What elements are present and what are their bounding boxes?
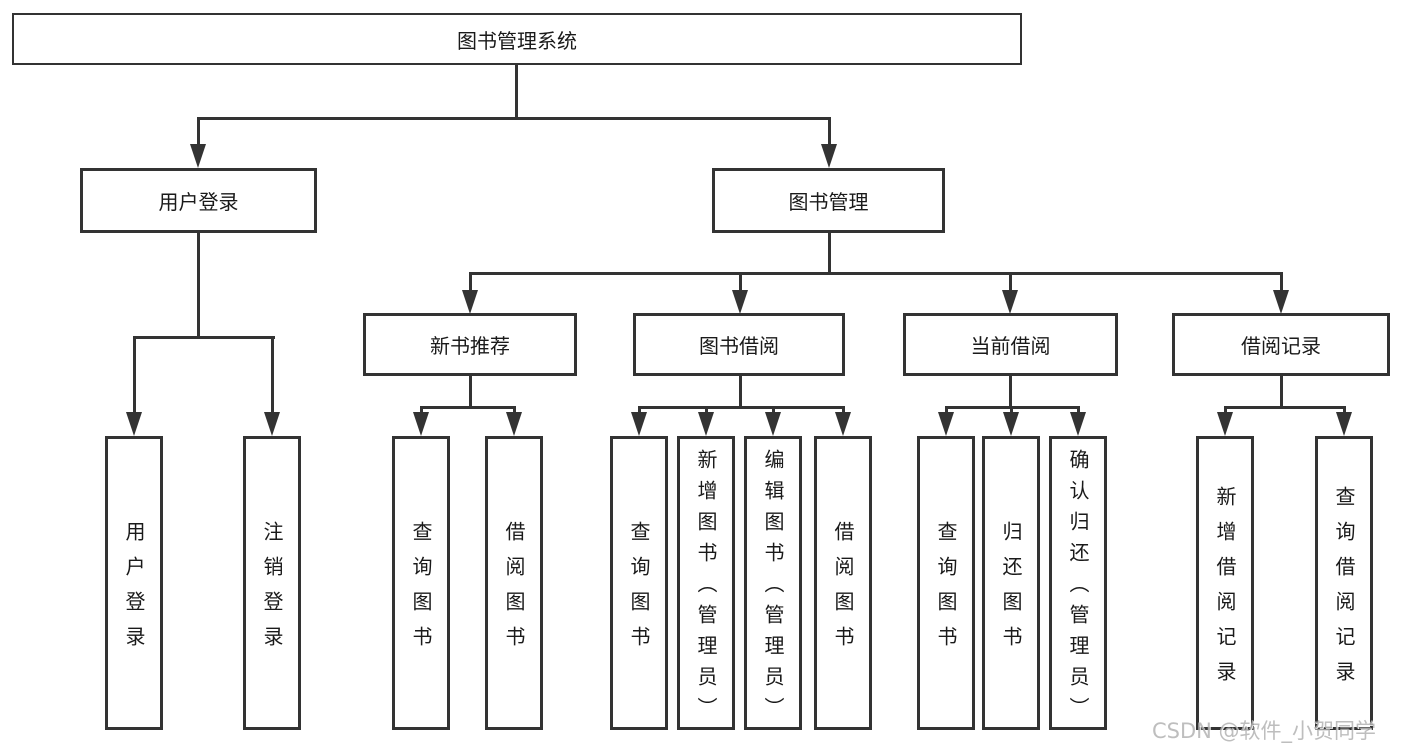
connector-line: [705, 406, 708, 414]
node-root: 图书管理系统: [12, 13, 1022, 65]
node-label: 查询图书: [409, 520, 433, 661]
node-label: 图书管理系统: [457, 28, 577, 53]
node-leaf-confirm-return-admin: 确认归还（管理员）: [1049, 436, 1107, 730]
node-label: 借阅记录: [1241, 334, 1321, 358]
arrow-down-icon: [732, 290, 748, 314]
node-label: 注销登录: [260, 520, 284, 661]
node-leaf-query-book-3: 查询图书: [917, 436, 975, 730]
connector-line: [469, 272, 1283, 275]
arrow-down-icon: [413, 412, 429, 436]
node-new-book-recommend: 新书推荐: [363, 313, 577, 376]
node-current-borrow: 当前借阅: [903, 313, 1118, 376]
node-label: 查询图书: [627, 520, 651, 661]
arrow-down-icon: [264, 412, 280, 436]
arrow-down-icon: [1273, 290, 1289, 314]
connector-line: [1010, 406, 1013, 414]
connector-line: [513, 406, 516, 414]
node-label: 借阅图书: [502, 520, 526, 661]
arrow-down-icon: [938, 412, 954, 436]
node-leaf-query-book-1: 查询图书: [392, 436, 450, 730]
arrow-down-icon: [506, 412, 522, 436]
connector-line: [271, 336, 274, 414]
connector-line: [197, 233, 200, 339]
connector-line: [469, 272, 472, 292]
connector-line: [842, 406, 845, 414]
arrow-down-icon: [126, 412, 142, 436]
node-leaf-logout: 注销登录: [243, 436, 301, 730]
node-book-management: 图书管理: [712, 168, 945, 233]
connector-line: [133, 336, 136, 414]
connector-line: [469, 376, 472, 409]
node-label: 图书管理: [788, 190, 869, 214]
node-leaf-edit-book-admin: 编辑图书（管理员）: [744, 436, 802, 730]
connector-line: [420, 406, 423, 414]
connector-line: [739, 376, 742, 409]
connector-line: [945, 406, 948, 414]
node-book-borrow: 图书借阅: [633, 313, 845, 376]
arrow-down-icon: [631, 412, 647, 436]
connector-line: [739, 272, 742, 292]
arrow-down-icon: [698, 412, 714, 436]
connector-line: [638, 406, 845, 409]
connector-line: [638, 406, 641, 414]
connector-line: [828, 117, 831, 146]
node-leaf-add-borrow-record: 新增借阅记录: [1196, 436, 1254, 730]
node-label: 当前借阅: [970, 334, 1051, 358]
connector-line: [420, 406, 516, 409]
arrow-down-icon: [1003, 412, 1019, 436]
arrow-down-icon: [821, 144, 837, 168]
node-leaf-return-book: 归还图书: [982, 436, 1040, 730]
arrow-down-icon: [1336, 412, 1352, 436]
connector-line: [1280, 376, 1283, 409]
connector-line: [1077, 406, 1080, 414]
arrow-down-icon: [462, 290, 478, 314]
node-user-login: 用户登录: [80, 168, 317, 233]
node-leaf-add-book-admin: 新增图书（管理员）: [677, 436, 735, 730]
node-label: 查询借阅记录: [1332, 485, 1356, 696]
node-label: 新增图书（管理员）: [694, 449, 718, 728]
node-leaf-query-borrow-record: 查询借阅记录: [1315, 436, 1373, 730]
connector-line: [828, 233, 831, 275]
node-label: 新书推荐: [430, 334, 510, 358]
connector-line: [197, 117, 831, 120]
node-label: 归还图书: [999, 520, 1023, 661]
connector-line: [1343, 406, 1346, 414]
connector-line: [1009, 376, 1012, 409]
node-leaf-borrow-book-1: 借阅图书: [485, 436, 543, 730]
arrow-down-icon: [1217, 412, 1233, 436]
node-label: 查询图书: [934, 520, 958, 661]
node-label: 用户登录: [122, 520, 146, 661]
node-leaf-borrow-book-2: 借阅图书: [814, 436, 872, 730]
connector-line: [515, 65, 518, 119]
node-label: 用户登录: [158, 190, 239, 214]
connector-line: [1224, 406, 1346, 409]
connector-line: [197, 117, 200, 146]
node-label: 编辑图书（管理员）: [761, 449, 785, 728]
node-borrow-record: 借阅记录: [1172, 313, 1390, 376]
watermark: CSDN @软件_小贺同学: [1152, 719, 1377, 743]
arrow-down-icon: [765, 412, 781, 436]
arrow-down-icon: [1070, 412, 1086, 436]
arrow-down-icon: [190, 144, 206, 168]
connector-line: [1280, 272, 1283, 292]
node-label: 确认归还（管理员）: [1066, 449, 1090, 728]
connector-line: [1224, 406, 1227, 414]
connector-line: [133, 336, 275, 339]
node-leaf-user-login: 用户登录: [105, 436, 163, 730]
node-label: 新增借阅记录: [1213, 485, 1237, 696]
connector-line: [772, 406, 775, 414]
connector-line: [1009, 272, 1012, 292]
arrow-down-icon: [1002, 290, 1018, 314]
node-label: 图书借阅: [699, 334, 779, 358]
node-label: 借阅图书: [831, 520, 855, 661]
node-leaf-query-book-2: 查询图书: [610, 436, 668, 730]
arrow-down-icon: [835, 412, 851, 436]
